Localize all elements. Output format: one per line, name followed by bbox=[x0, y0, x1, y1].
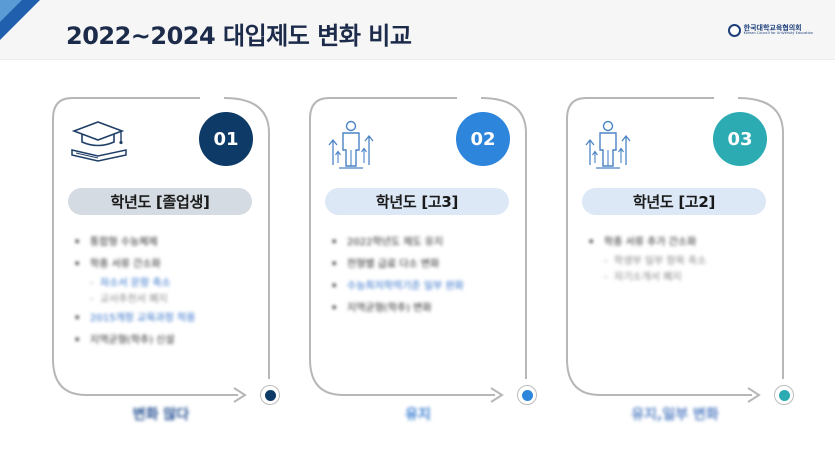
list-item: • 지역균형(학추) 신설 bbox=[74, 333, 260, 349]
seal-icon bbox=[727, 24, 741, 37]
timeline-end-dot bbox=[260, 385, 280, 405]
dash-marker: - bbox=[90, 278, 94, 289]
organization-logo: 한국대학교육협의회 Korean Council for University … bbox=[727, 24, 813, 37]
card-footer-label: 유지 bbox=[405, 407, 431, 423]
list-item: • 학종 서류 추가 간소화 bbox=[588, 235, 774, 251]
item-text: 학생부 일부 항목 축소 bbox=[614, 256, 707, 267]
card-heading: 학년도 [고3] bbox=[325, 188, 509, 215]
card-footer-label: 변화 많다 bbox=[132, 407, 190, 423]
item-text: 자소서 문항 축소 bbox=[100, 278, 171, 289]
page-title: 2022~2024 대입제도 변화 비교 bbox=[66, 22, 412, 50]
item-text: 자기소개서 폐지 bbox=[614, 272, 682, 283]
end-dot-core bbox=[521, 389, 533, 401]
item-text: 2015개정 교육과정 적용 bbox=[90, 313, 196, 324]
end-dot-core bbox=[778, 389, 790, 401]
bullet-marker: • bbox=[74, 313, 81, 324]
card-footer-label: 유지,일부 변화 bbox=[631, 407, 719, 423]
bullet-marker: • bbox=[74, 335, 81, 346]
header-bar: 2022~2024 대입제도 변화 비교 한국대학교육협의회 Korean Co… bbox=[0, 0, 835, 60]
sub-item: -자기소개서 폐지 bbox=[588, 270, 774, 286]
dash-marker: - bbox=[604, 272, 608, 283]
bullet-marker: • bbox=[331, 303, 338, 314]
list-item: • 학종 서류 간소화 bbox=[74, 257, 260, 273]
bullet-marker: • bbox=[74, 237, 81, 248]
card-item-list: • 2022학년도 제도 유지 • 전형별 급료 다소 변화 • 수능최저학력기준 일부 … bbox=[331, 235, 517, 323]
card-number-badge: 02 bbox=[456, 112, 510, 166]
list-item: • 2015개정 교육과정 적용 bbox=[74, 311, 260, 327]
card-number-badge: 01 bbox=[199, 112, 253, 166]
list-item: • 2022학년도 제도 유지 bbox=[331, 235, 517, 251]
person-growth-icon bbox=[582, 119, 634, 175]
item-text: 지역균형(학추) 신설 bbox=[90, 335, 175, 346]
list-item: • 전형별 급료 다소 변화 bbox=[331, 257, 517, 273]
item-text: 학종 서류 추가 간소화 bbox=[604, 237, 697, 248]
item-text: 전형별 급료 다소 변화 bbox=[347, 259, 440, 270]
list-item: • 지역균형(학추) 변화 bbox=[331, 301, 517, 317]
bullet-marker: • bbox=[331, 281, 338, 292]
timeline-end-dot bbox=[517, 385, 537, 405]
logo-text: 한국대학교육협의회 Korean Council for University … bbox=[744, 25, 813, 36]
card-heading: 학년도 [졸업생] bbox=[68, 188, 252, 215]
sub-item: -학생부 일부 항목 축소 bbox=[588, 254, 774, 270]
card-item-list: •학종 서류 추가 간소화-학생부 일부 항목 축소-자기소개서 폐지 bbox=[588, 235, 774, 289]
bullet-marker: • bbox=[331, 259, 338, 270]
graduation-cap-icon bbox=[68, 119, 130, 167]
item-text: 학종 서류 간소화 bbox=[90, 259, 161, 270]
dash-marker: - bbox=[90, 294, 94, 305]
end-dot-core bbox=[264, 389, 276, 401]
bullet-marker: • bbox=[331, 237, 338, 248]
corner-decoration-inner bbox=[0, 0, 22, 22]
list-item: • 통합형 수능체제 bbox=[74, 235, 260, 251]
item-text: 2022학년도 제도 유지 bbox=[347, 237, 444, 248]
bullet-marker: • bbox=[588, 237, 595, 248]
card-heading: 학년도 [고2] bbox=[582, 188, 766, 215]
item-text: 수능최저학력기준 일부 완화 bbox=[347, 281, 464, 292]
card-2: 02 학년도 [고3] • 2022학년도 제도 유지 • 전형별 급료 다소 변화 • 수능… bbox=[309, 97, 537, 423]
item-text: 교사추천서 폐지 bbox=[100, 294, 168, 305]
item-text: 통합형 수능체제 bbox=[90, 237, 158, 248]
sub-item: -자소서 문항 축소 bbox=[74, 276, 260, 292]
bullet-marker: • bbox=[74, 259, 81, 270]
card-1: 01 학년도 [졸업생] • 통합형 수능체제 • 학종 서류 간소화 -자소서 문항 축소… bbox=[52, 97, 280, 423]
timeline-end-dot bbox=[774, 385, 794, 405]
logo-name-en: Korean Council for University Education bbox=[743, 31, 813, 36]
person-growth-icon bbox=[325, 119, 377, 175]
card-number-badge: 03 bbox=[713, 112, 767, 166]
dash-marker: - bbox=[604, 256, 608, 267]
list-item: • 수능최저학력기준 일부 완화 bbox=[331, 279, 517, 295]
logo-name-kr: 한국대학교육협의회 bbox=[743, 24, 802, 33]
item-text: 지역균형(학추) 변화 bbox=[347, 303, 432, 314]
card-item-list: •통합형 수능체제•학종 서류 간소화-자소서 문항 축소-교사추천서 폐지•2… bbox=[74, 235, 260, 355]
sub-item: -교사추천서 폐지 bbox=[74, 292, 260, 308]
